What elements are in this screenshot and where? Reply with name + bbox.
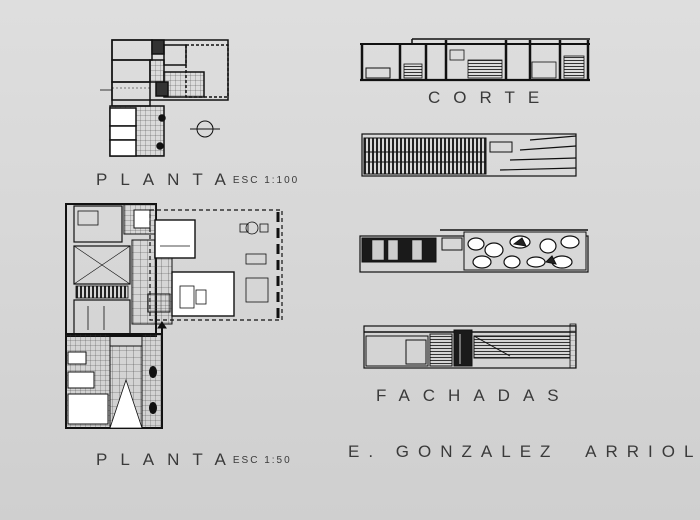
elevation-3 (363, 323, 577, 369)
section-title: CORTE (428, 88, 553, 107)
elevation-1 (361, 133, 577, 177)
plan-top-scale: ESC 1:100 (232, 175, 300, 186)
floor-plan-small (100, 39, 229, 157)
author-signature: E. GONZALEZ ARRIOLA (348, 442, 700, 462)
author-surname: ARRIOLA (585, 442, 700, 461)
elevations-title: FACHADAS (376, 386, 572, 405)
floor-plan-large (65, 203, 283, 429)
section-drawing (360, 38, 590, 82)
elevation-2 (359, 229, 589, 273)
plan-bottom-title: PLANTAESC 1:50 (96, 450, 292, 469)
author-initial: E. (348, 442, 383, 461)
plan-bottom-scale: ESC 1:50 (232, 455, 292, 466)
plan-top-title: PLANTAESC 1:100 (96, 170, 300, 189)
author-name: GONZALEZ (395, 442, 560, 461)
